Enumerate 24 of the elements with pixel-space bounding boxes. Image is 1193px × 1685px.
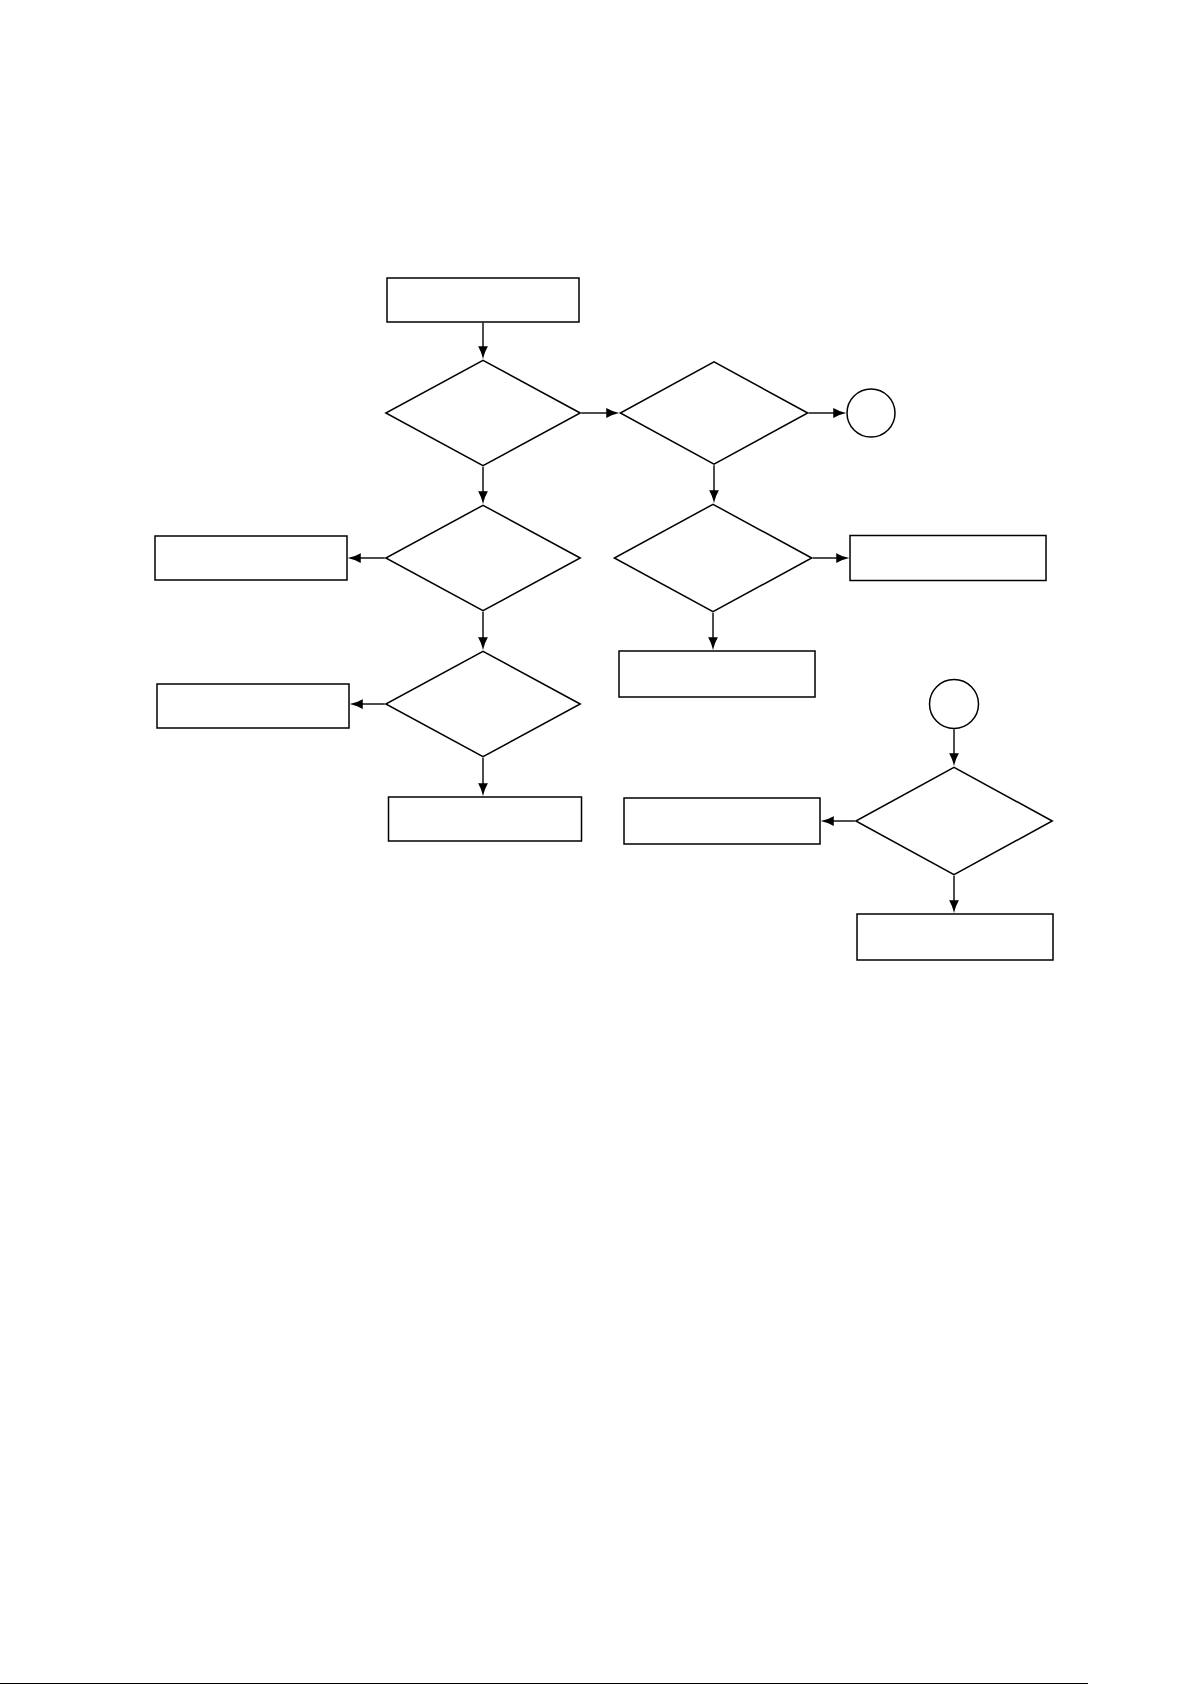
- arrow: [949, 728, 959, 765]
- process-box: [623, 797, 821, 845]
- process-box: [156, 683, 350, 729]
- process-box: [856, 913, 1054, 961]
- arrow: [478, 611, 488, 649]
- arrow: [812, 553, 848, 563]
- arrow: [349, 553, 386, 563]
- connector-circle: [928, 678, 980, 730]
- arrow: [351, 699, 386, 709]
- arrow: [478, 757, 488, 795]
- arrow: [580, 408, 618, 418]
- process-box: [154, 535, 348, 581]
- arrow: [478, 466, 488, 503]
- arrow: [822, 816, 856, 826]
- arrow: [808, 408, 845, 418]
- arrow: [949, 875, 959, 912]
- process-box: [849, 534, 1047, 582]
- process-box: [386, 277, 580, 323]
- arrow: [708, 612, 718, 649]
- arrow: [478, 322, 488, 358]
- arrow: [709, 464, 719, 502]
- connector-circle: [846, 388, 896, 438]
- process-box: [387, 796, 583, 842]
- process-box: [618, 650, 816, 698]
